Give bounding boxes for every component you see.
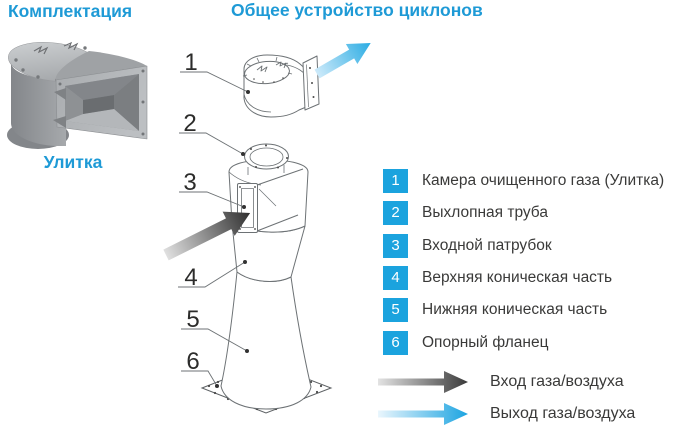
legend-item-label: Верхняя коническая часть (422, 269, 613, 286)
inlet-flow-arrow (163, 211, 251, 261)
lifting-lug (33, 45, 49, 55)
legend-flow-inlet: Вход газа/воздуха (378, 369, 624, 395)
callout-6: 6 (186, 348, 199, 375)
inlet-arrow-icon (378, 371, 468, 393)
legend-item-5: 5 Нижняя коническая часть (383, 298, 607, 322)
outlet-arrow-icon (378, 403, 468, 425)
legend-number-badge: 2 (383, 201, 408, 225)
callout-2: 2 (183, 110, 196, 137)
gusset (53, 116, 66, 128)
legend-item-6: 6 Опорный фланец (383, 331, 549, 355)
volute-caption: Улитка (43, 152, 103, 172)
legend-item-2: 2 Выхлопная труба (383, 201, 548, 225)
flow-label: Вход газа/воздуха (490, 373, 624, 390)
callout-numbers: 1 2 3 4 5 6 (183, 49, 199, 375)
left-panel-title: Комплектация (8, 1, 133, 21)
legend-item-label: Камера очищенного газа (Улитка) (422, 172, 665, 189)
volute-drum (7, 41, 100, 149)
legend-item-4: 4 Верхняя коническая часть (383, 266, 612, 290)
legend-item-label: Опорный фланец (422, 334, 549, 351)
gusset (54, 88, 66, 100)
legend-item-1: 1 Камера очищенного газа (Улитка) (383, 169, 664, 193)
page-title: Общее устройство циклонов (231, 0, 483, 20)
exhaust-flange-drawing (244, 143, 289, 175)
callout-4: 4 (184, 264, 197, 291)
volute-outlet-horn (53, 51, 148, 140)
lifting-lug (63, 41, 79, 51)
lug-mark (256, 65, 268, 73)
leader-lines (178, 71, 250, 388)
legend-number-badge: 1 (383, 169, 408, 193)
legend-item-label: Выхлопная труба (422, 204, 548, 221)
flow-label: Выход газа/воздуха (490, 405, 636, 422)
horn-flange-bolts (58, 69, 145, 136)
callout-5: 5 (186, 306, 199, 333)
legend-number-badge: 4 (383, 266, 408, 290)
volute-3d-image (7, 41, 148, 149)
legend-number-badge: 3 (383, 234, 408, 258)
legend-item-label: Нижняя коническая часть (422, 301, 608, 318)
volute-drawing (242, 54, 320, 118)
cyclone-body-drawing (220, 159, 312, 410)
legend-number-badge: 5 (383, 298, 408, 322)
legend-flow-outlet: Выход газа/воздуха (378, 401, 635, 427)
legend-number-badge: 6 (383, 331, 408, 355)
outlet-flow-arrow (314, 43, 371, 79)
lug-mark (275, 61, 287, 69)
callout-1: 1 (184, 49, 197, 76)
legend-item-label: Входной патрубок (422, 237, 552, 254)
legend-item-3: 3 Входной патрубок (383, 234, 552, 258)
callout-3: 3 (183, 169, 196, 196)
